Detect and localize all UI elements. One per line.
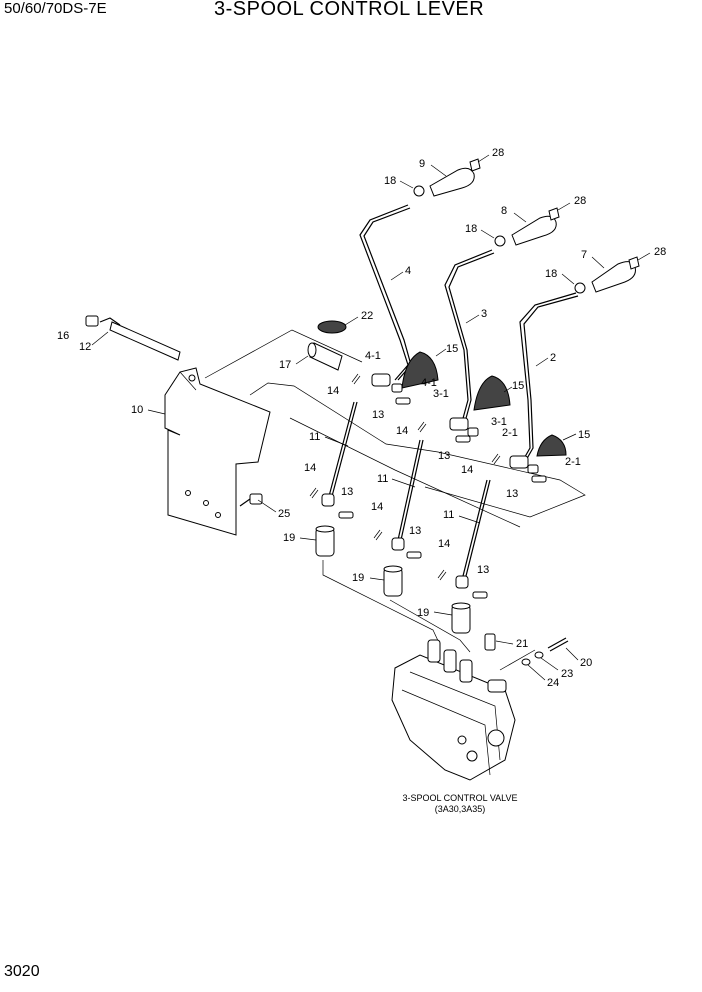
- callout-14-a: 14: [327, 385, 339, 397]
- callout-labels: 28 9 18 28 8 18 28 7 18 4 3 2 22 15 15 1…: [57, 147, 666, 689]
- callout-18-a: 18: [384, 175, 396, 187]
- callout-17: 17: [279, 359, 291, 371]
- model-code: 50/60/70DS-7E: [4, 0, 107, 17]
- callout-19-b: 19: [352, 572, 364, 584]
- callout-11-c: 11: [443, 509, 454, 521]
- callout-9: 9: [419, 158, 425, 170]
- leader-lines: [91, 154, 651, 681]
- callout-18-b: 18: [465, 223, 477, 235]
- callout-28-c: 28: [654, 246, 666, 258]
- callout-13-a: 13: [372, 409, 384, 421]
- links-11: [321, 401, 491, 589]
- cap-22-and-bushing-17: [307, 320, 347, 371]
- callout-14-b: 14: [396, 425, 408, 437]
- valve-caption-line1: 3-SPOOL CONTROL VALVE: [402, 793, 518, 803]
- callout-4-1-a: 4-1: [365, 350, 381, 362]
- callout-13-b: 13: [438, 450, 450, 462]
- valve-caption-line2: (3A30,3A35): [434, 804, 486, 814]
- callout-3-1-b: 3-1: [491, 416, 507, 428]
- callout-14-c: 14: [461, 464, 473, 476]
- callout-28-b: 28: [574, 195, 586, 207]
- valve-caption: 3-SPOOL CONTROL VALVE (3A30,3A35): [360, 793, 560, 815]
- callout-11-b: 11: [377, 473, 388, 485]
- rubber-boots-15: [401, 351, 567, 457]
- callout-15-b: 15: [512, 380, 524, 392]
- lever-2: [509, 261, 636, 474]
- bolt-25: [239, 493, 263, 507]
- reference-lines: [204, 329, 586, 671]
- callout-19-a: 19: [283, 532, 295, 544]
- callout-14-d: 14: [304, 462, 316, 474]
- callout-2-1-b: 2-1: [565, 456, 581, 468]
- callout-11-a: 11: [309, 431, 320, 443]
- callout-13-f: 13: [477, 564, 489, 576]
- callout-8: 8: [501, 205, 507, 217]
- shaft-12-and-bolt-16: [85, 315, 181, 361]
- callout-16: 16: [57, 330, 69, 342]
- callout-7: 7: [581, 249, 587, 261]
- fittings-20-21-23-24: [484, 633, 569, 666]
- control-valve: [391, 639, 516, 781]
- label-tags-28: [469, 158, 640, 270]
- callout-19-c: 19: [417, 607, 429, 619]
- callout-15-a: 15: [446, 343, 458, 355]
- callout-10: 10: [131, 404, 143, 416]
- callout-25: 25: [278, 508, 290, 520]
- pins-and-clips: [309, 373, 547, 599]
- callout-14-f: 14: [438, 538, 450, 550]
- callout-13-c: 13: [506, 488, 518, 500]
- page-title: 3-SPOOL CONTROL LEVER: [214, 0, 485, 20]
- bracket-10: [164, 367, 271, 536]
- callout-13-e: 13: [409, 525, 421, 537]
- callout-13-d: 13: [341, 486, 353, 498]
- callout-4-1-b: 4-1: [421, 377, 437, 389]
- callout-21: 21: [516, 638, 528, 650]
- sleeves-19: [315, 525, 471, 634]
- callout-12: 12: [79, 341, 91, 353]
- callout-3: 3: [481, 308, 487, 320]
- callout-22: 22: [361, 310, 373, 322]
- callout-14-e: 14: [371, 501, 383, 513]
- lever-3: [444, 215, 557, 437]
- callout-28-a: 28: [492, 147, 504, 159]
- callout-18-c: 18: [545, 268, 557, 280]
- callout-20: 20: [580, 657, 592, 669]
- callout-15-c: 15: [578, 429, 590, 441]
- page-number: 3020: [4, 963, 40, 980]
- callout-4: 4: [405, 265, 411, 277]
- callout-24: 24: [547, 677, 559, 689]
- callout-23: 23: [561, 668, 573, 680]
- callout-2: 2: [550, 352, 556, 364]
- callout-2-1-a: 2-1: [502, 427, 518, 439]
- callout-3-1-a: 3-1: [433, 388, 449, 400]
